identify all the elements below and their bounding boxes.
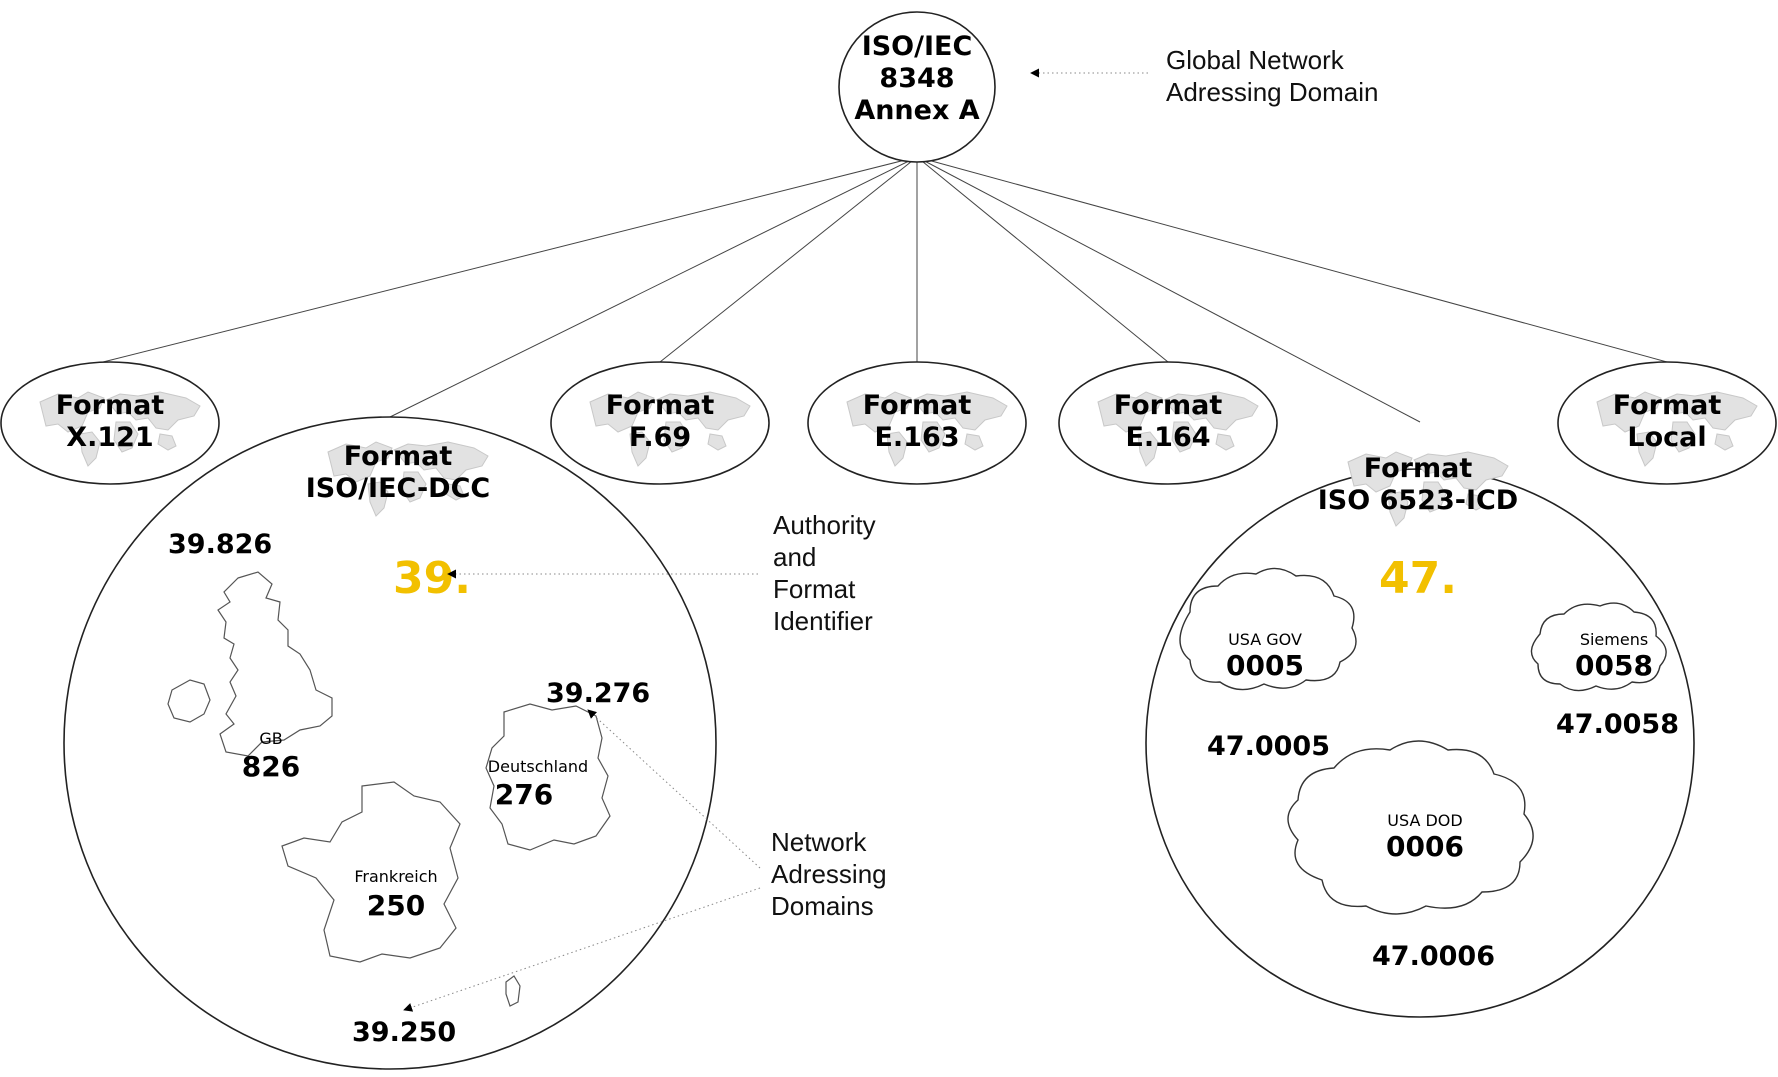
network-line3: Domains (771, 891, 874, 921)
global-label-line1: Global Network (1166, 45, 1345, 75)
usadod-name: USA DOD (1387, 811, 1462, 830)
gb-code: 826 (242, 750, 300, 783)
format-e163-line1: Format (863, 390, 972, 421)
fr-map-shape (281, 781, 461, 963)
network-annotation: Network Adressing Domains (403, 709, 887, 1012)
usagov-cloud-shape (1179, 567, 1357, 691)
global-annotation: Global Network Adressing Domain (1030, 45, 1378, 107)
usagov-address: 47.0005 (1207, 731, 1330, 762)
format-x121-line1: Format (56, 390, 165, 421)
dcc-afi: 39. (393, 553, 471, 604)
usadod-code: 0006 (1386, 830, 1464, 863)
format-f69-line1: Format (606, 390, 715, 421)
authority-line3: Format (773, 574, 856, 604)
usadod-address: 47.0006 (1372, 941, 1495, 972)
format-node-e163[interactable]: Format E.163 (807, 361, 1027, 485)
root-node[interactable]: ISO/IEC 8348 Annex A (838, 11, 996, 163)
format-node-x121[interactable]: Format X.121 (0, 361, 220, 485)
format-local-line1: Format (1613, 390, 1722, 421)
authority-line1: Authority (773, 510, 876, 540)
format-node-local[interactable]: Format Local (1557, 361, 1777, 485)
siemens-address: 47.0058 (1556, 709, 1679, 740)
root-line1: ISO/IEC (862, 31, 973, 62)
gb-map-shape (217, 571, 333, 757)
format-x121-line2: X.121 (66, 422, 153, 453)
format-e164-line1: Format (1114, 390, 1223, 421)
icd-afi: 47. (1379, 553, 1457, 604)
format-f69-line2: F.69 (629, 422, 691, 453)
de-map-shape (485, 703, 611, 851)
authority-line4: Identifier (773, 606, 873, 636)
corsica-map-shape (505, 975, 521, 1007)
format-e163-line2: E.163 (874, 422, 959, 453)
de-address: 39.276 (546, 678, 650, 709)
global-label-line2: Adressing Domain (1166, 77, 1378, 107)
format-node-icd[interactable]: Format ISO 6523-ICD 47. USA GOV 0005 47.… (1145, 451, 1695, 1018)
gb-name: GB (259, 729, 282, 748)
format-icd-line2: ISO 6523-ICD (1318, 485, 1518, 516)
network-line1: Network (771, 827, 867, 857)
format-e164-line2: E.164 (1125, 422, 1210, 453)
siemens-name: Siemens (1580, 630, 1648, 649)
root-line2: 8348 (879, 63, 954, 94)
format-icd-line1: Format (1364, 453, 1473, 484)
ireland-map-shape (167, 679, 211, 723)
format-node-f69[interactable]: Format F.69 (550, 361, 770, 485)
format-local-line2: Local (1627, 422, 1706, 453)
siemens-code: 0058 (1575, 649, 1653, 682)
format-dcc-line1: Format (344, 441, 453, 472)
format-node-dcc[interactable]: Format ISO/IEC-DCC 39. 39.826 GB 826 Deu… (63, 416, 717, 1070)
root-line3: Annex A (854, 95, 979, 126)
network-line2: Adressing (771, 859, 887, 889)
format-dcc-line2: ISO/IEC-DCC (306, 473, 490, 504)
tree-connectors (102, 156, 1668, 423)
de-name: Deutschland (488, 757, 588, 776)
fr-code: 250 (367, 889, 425, 922)
authority-annotation: Authority and Format Identifier (447, 510, 876, 636)
gb-address: 39.826 (168, 529, 272, 560)
authority-line2: and (773, 542, 816, 572)
siemens-cloud-shape (1530, 602, 1667, 692)
format-node-e164[interactable]: Format E.164 (1058, 361, 1278, 485)
de-code: 276 (495, 778, 553, 811)
fr-name: Frankreich (354, 867, 437, 886)
usagov-code: 0005 (1226, 649, 1304, 682)
usagov-name: USA GOV (1228, 630, 1302, 649)
usadod-cloud-shape (1287, 740, 1534, 915)
fr-address: 39.250 (352, 1017, 456, 1048)
